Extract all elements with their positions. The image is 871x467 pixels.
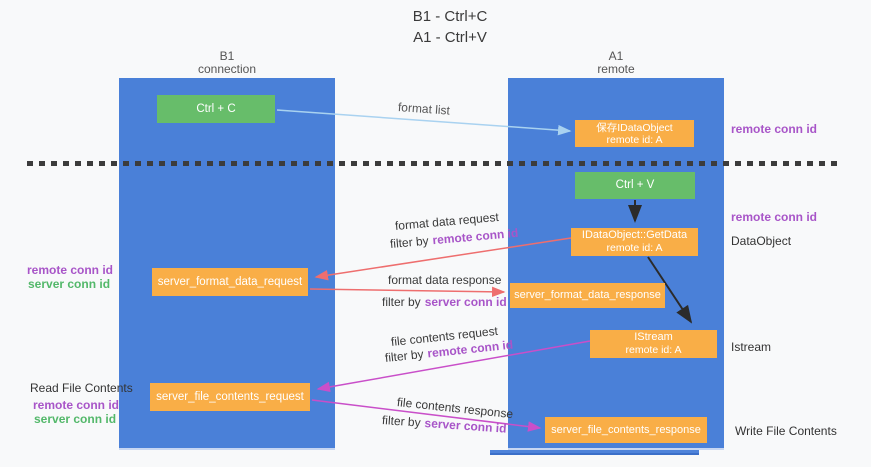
node-ctrl-v-label: Ctrl + V [615, 179, 655, 191]
node-format-request-label: server_format_data_request [157, 275, 303, 288]
lane-b1-role: connection [197, 62, 257, 76]
node-file-request-label: server_file_contents_request [156, 390, 304, 403]
server-conn-id-text: server conn id [424, 295, 507, 309]
node-server-format-data-request: server_format_data_request [152, 268, 308, 296]
remote-conn-id-text: remote conn id [431, 225, 519, 248]
lane-header-b1: B1 connection [119, 50, 335, 76]
clipboard-boundary-dashed-line [27, 161, 837, 166]
bottom-blue-strip [490, 450, 699, 455]
lane-b1-name: B1 [219, 49, 235, 63]
node-format-response-label: server_format_data_response [514, 289, 661, 301]
node-ctrl-c: Ctrl + C [157, 95, 275, 123]
node-ctrl-c-label: Ctrl + C [196, 102, 236, 115]
node-getdata-line1: IDataObject::GetData [581, 229, 688, 241]
node-ctrl-v: Ctrl + V [575, 172, 695, 199]
node-getdata-line2: remote id: A [606, 242, 663, 254]
label-format-list: format list [397, 100, 451, 118]
node-istream-line2: remote id: A [625, 344, 682, 356]
node-save-dataobject-line2: remote id: A [606, 133, 663, 146]
filter-by-text: filter by [384, 346, 425, 365]
node-idataobject-getdata: IDataObject::GetData remote id: A [571, 228, 698, 256]
label-format-data-response: format data response [388, 273, 502, 287]
label-write-file-contents: Write File Contents [735, 424, 837, 438]
label-server-conn-id-left-2: server conn id [34, 412, 117, 426]
label-istream: Istream [731, 340, 772, 354]
arrow-format-data-response [309, 286, 506, 298]
node-save-dataobject-line1: 保存IDataObject [596, 121, 673, 134]
node-file-response-label: server_file_contents_response [551, 423, 701, 436]
node-server-file-contents-request: server_file_contents_request [150, 383, 310, 411]
title-line-1: B1 - Ctrl+C [412, 8, 488, 25]
node-istream: IStream remote id: A [590, 330, 717, 358]
diagram-title: B1 - Ctrl+C A1 - Ctrl+V [340, 6, 560, 48]
filter-by-text: filter by [381, 413, 422, 430]
title-line-2: A1 - Ctrl+V [413, 29, 487, 46]
filter-by-text: filter by [389, 233, 430, 251]
filter-by-text: filter by [382, 295, 421, 309]
node-save-dataobject: 保存IDataObject remote id: A [575, 120, 694, 147]
lane-a1-name: A1 [608, 49, 624, 63]
label-remote-conn-id-mid-right: remote conn id [731, 210, 818, 224]
node-server-format-data-response: server_format_data_response [510, 283, 665, 308]
label-remote-conn-id-top-right: remote conn id [731, 122, 818, 136]
node-server-file-contents-response: server_file_contents_response [545, 417, 707, 443]
lane-header-a1: A1 remote [508, 50, 724, 76]
label-remote-conn-id-left-2: remote conn id [33, 398, 120, 412]
lane-a1-role: remote [597, 62, 635, 76]
label-remote-conn-id-left-1: remote conn id [27, 263, 114, 277]
label-server-conn-id-left-1: server conn id [28, 277, 111, 291]
label-dataobject: DataObject [731, 234, 792, 248]
node-istream-line1: IStream [634, 331, 673, 343]
label-read-file-contents: Read File Contents [30, 381, 133, 395]
